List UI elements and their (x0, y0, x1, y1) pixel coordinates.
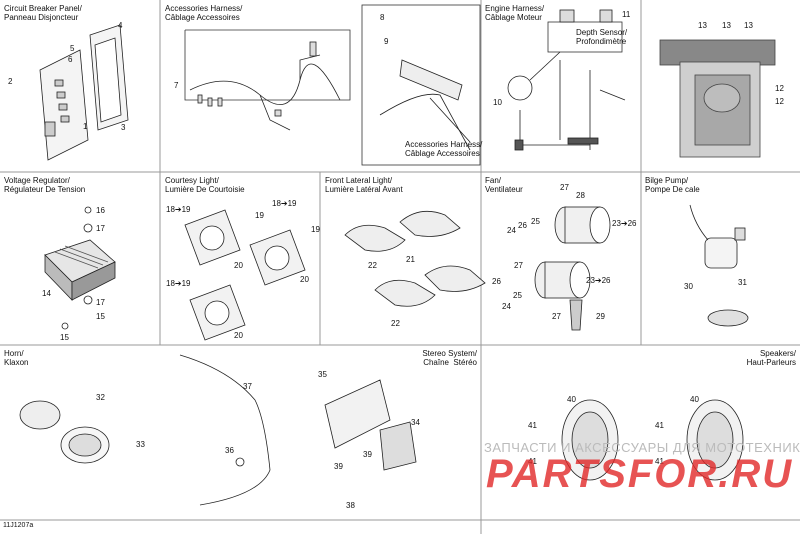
callout: 19 (311, 225, 320, 234)
horn-title: Horn/ Klaxon (4, 349, 29, 367)
callout: 9 (384, 37, 389, 46)
callout: 41 (655, 457, 664, 466)
courtesy-light-title: Courtesy Light/ Lumière De Courtoisie (165, 176, 245, 194)
accessories-harness-drawing (184, 4, 481, 166)
front-lateral-light-drawing (344, 210, 486, 307)
callout: 18➔19 (166, 205, 191, 214)
callout: 39 (363, 450, 372, 459)
callout: 15 (96, 312, 105, 321)
callout: 12 (775, 84, 784, 93)
callout: 24 (502, 302, 511, 311)
callout: 22 (368, 261, 377, 270)
callout: 28 (576, 191, 585, 200)
callout: 31 (738, 278, 747, 287)
depth-sensor-label: Depth Sensor/ Profondimètre (576, 28, 628, 46)
callout: 41 (528, 421, 537, 430)
callout: 20 (300, 275, 309, 284)
callout: 25 (513, 291, 522, 300)
callout: 40 (690, 395, 699, 404)
callout: 7 (174, 81, 179, 90)
callout: 13 (744, 21, 753, 30)
callout: 20 (234, 261, 243, 270)
circuit-breaker-drawing (39, 24, 129, 161)
callout: 27 (514, 261, 523, 270)
courtesy-light-drawing (184, 209, 306, 341)
callout: 15 (60, 333, 69, 342)
callout: 17 (96, 224, 105, 233)
callout: 18➔19 (272, 199, 297, 208)
callout: 6 (68, 55, 73, 64)
callout: 26 (518, 221, 527, 230)
callout: 4 (118, 21, 123, 30)
callout: 23➔26 (612, 219, 637, 228)
engine-photo (659, 39, 776, 158)
callout: 39 (334, 462, 343, 471)
figure-id: 11J1207a (3, 522, 34, 529)
bilge-pump-drawing (689, 204, 749, 327)
stereo-title: Stereo System/ Chaîne Stéréo (422, 349, 477, 367)
stereo-drawing (179, 354, 417, 506)
callout: 23➔26 (586, 276, 611, 285)
callout: 2 (8, 77, 13, 86)
callout: 36 (225, 446, 234, 455)
callout: 27 (552, 312, 561, 321)
callout: 20 (234, 331, 243, 340)
fan-title: Fan/ Ventilateur (485, 176, 523, 194)
callout: 17 (96, 298, 105, 307)
callout: 18➔19 (166, 279, 191, 288)
callout: 32 (96, 393, 105, 402)
callout: 14 (42, 289, 51, 298)
callout: 35 (318, 370, 327, 379)
callout: 21 (406, 255, 415, 264)
voltage-regulator-title: Voltage Regulator/ Régulateur De Tension (4, 176, 86, 194)
callout: 27 (560, 183, 569, 192)
watermark-logo: PARTSFOR.RU (486, 452, 794, 496)
callout: 22 (391, 319, 400, 328)
callout: 11 (622, 10, 631, 19)
callout: 38 (346, 501, 355, 510)
callout: 12 (775, 97, 784, 106)
callout: 13 (722, 21, 731, 30)
circuit-breaker-title: Circuit Breaker Panel/ Panneau Disjoncte… (4, 4, 82, 22)
callout: 16 (96, 206, 105, 215)
callout: 29 (596, 312, 605, 321)
callout: 30 (684, 282, 693, 291)
callout: 26 (492, 277, 501, 286)
horn-drawing (19, 400, 110, 464)
watermark-subtitle: ЗАПЧАСТИ И АКСЕССУАРЫ ДЛЯ МОТОТЕХНИКИ (484, 440, 800, 455)
accessories-harness-inset-label: Accessories Harness/ Câblage Accessoires (405, 140, 483, 158)
speakers-drawing (561, 399, 744, 481)
callout: 10 (493, 98, 502, 107)
engine-harness-drawing (507, 9, 626, 151)
fan-drawing (534, 206, 611, 331)
speakers-title: Speakers/ Haut-Parleurs (746, 349, 796, 367)
callout: 41 (528, 457, 537, 466)
callout: 19 (255, 211, 264, 220)
bilge-pump-title: Bilge Pump/ Pompe De cale (645, 176, 700, 194)
callout: 25 (531, 217, 540, 226)
callout: 34 (411, 418, 420, 427)
engine-harness-title: Engine Harness/ Câblage Moteur (485, 4, 545, 22)
callout: 41 (655, 421, 664, 430)
callout: 13 (698, 21, 707, 30)
callout: 33 (136, 440, 145, 449)
voltage-regulator-drawing (44, 206, 116, 330)
callout: 37 (243, 382, 252, 391)
callout: 24 (507, 226, 516, 235)
callout: 8 (380, 13, 385, 22)
callout: 40 (567, 395, 576, 404)
front-lateral-light-title: Front Lateral Light/ Lumière Latéral Ava… (325, 176, 403, 194)
callout: 5 (70, 44, 75, 53)
callout: 1 (83, 122, 88, 131)
accessories-harness-title: Accessories Harness/ Câblage Accessoires (165, 4, 243, 22)
callout: 3 (121, 123, 126, 132)
